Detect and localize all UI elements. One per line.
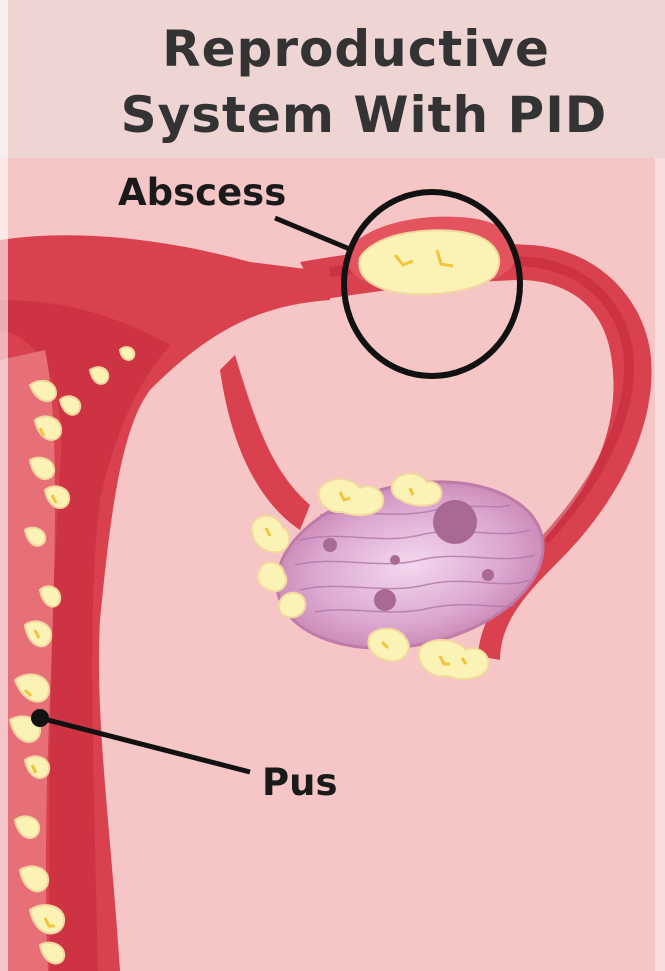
title-line-1: Reproductive [162,20,550,78]
title-line-2: System With PID [121,86,608,144]
pus-label: Pus [262,761,337,804]
pus-marker-dot [31,709,49,727]
follicle [433,500,477,544]
abscess-label: Abscess [118,171,286,214]
abscess-pus [359,230,499,294]
